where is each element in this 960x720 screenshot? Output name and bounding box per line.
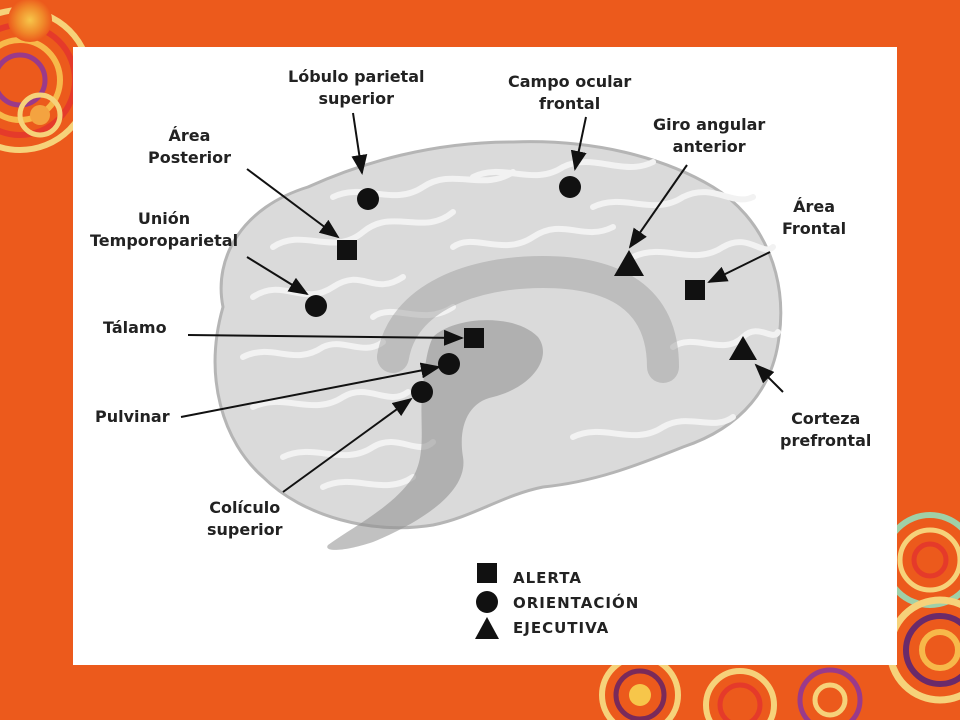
label-giro-angular: Giro angular anterior	[653, 115, 766, 156]
label-union-temporoparietal: Unión Temporoparietal	[90, 209, 239, 250]
brain-diagram	[180, 112, 784, 639]
triangle-marker-prefrontal	[729, 336, 757, 360]
legend-orientacion: ORIENTACIÓN	[513, 594, 640, 612]
label-area-posterior: Área Posterior	[148, 126, 231, 167]
legend-ejecutiva: EJECUTIVA	[513, 619, 610, 637]
label-talamo: Tálamo	[103, 318, 167, 337]
label-pulvinar: Pulvinar	[95, 407, 170, 426]
swirl-bottom-center	[599, 654, 863, 720]
markers	[305, 176, 757, 403]
circle-marker-lobulo	[357, 188, 379, 210]
circle-marker-pulvinar	[438, 353, 460, 375]
label-coliculo-superior: Colículo superior	[207, 498, 283, 539]
square-marker-posterior	[337, 240, 357, 260]
circle-marker-coliculo	[411, 381, 433, 403]
square-marker-frontal	[685, 280, 705, 300]
label-area-frontal: Área Frontal	[782, 197, 847, 238]
circle-marker-campo	[559, 176, 581, 198]
brainstem	[327, 320, 543, 550]
circle-marker-union	[305, 295, 327, 317]
square-marker-talamo	[464, 328, 484, 348]
legend-alerta: ALERTA	[513, 569, 582, 587]
corpus-callosum	[377, 255, 679, 383]
brain-gyri	[240, 159, 781, 490]
triangle-marker-giro	[614, 250, 644, 276]
label-campo-ocular: Campo ocular frontal	[508, 72, 632, 113]
legend-triangle-icon	[475, 617, 499, 639]
arrows	[180, 112, 784, 493]
label-corteza-prefrontal: Corteza prefrontal	[780, 409, 872, 450]
label-lobulo-parietal: Lóbulo parietal superior	[288, 67, 425, 108]
legend-square-icon	[477, 563, 497, 583]
diagram-panel: Lóbulo parietal superior Campo ocular fr…	[73, 47, 897, 665]
legend-circle-icon	[476, 591, 498, 613]
legend-symbols	[475, 563, 499, 639]
